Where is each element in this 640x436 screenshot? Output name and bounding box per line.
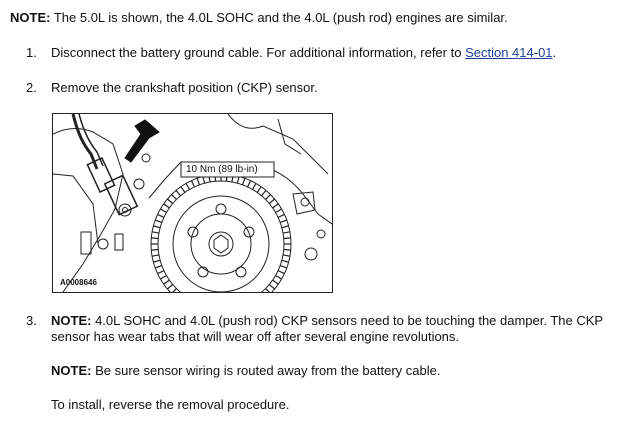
damper-tooth <box>247 180 252 188</box>
damper-tooth <box>282 231 291 234</box>
step-3-note-label: NOTE: <box>51 313 92 328</box>
damper-tooth <box>151 254 160 257</box>
step-3-note-2: NOTE: Be sure sensor wiring is routed aw… <box>51 363 631 379</box>
step-3-note-2-text: Be sure sensor wiring is routed away fro… <box>95 363 441 378</box>
step-1-body: Disconnect the battery ground cable. For… <box>51 45 631 61</box>
damper-tooth <box>275 274 282 280</box>
ckp-sensor-illustration: 10 Nm (89 lb-in) A0008646 <box>52 113 333 293</box>
top-note: NOTE: The 5.0L is shown, the 4.0L SOHC a… <box>10 10 635 26</box>
damper-tooth <box>272 203 279 209</box>
damper-tooth <box>282 254 291 257</box>
damper-tooth <box>268 284 276 290</box>
damper-tooth <box>279 219 287 224</box>
install-instruction: To install, reverse the removal procedur… <box>51 397 290 412</box>
damper-tooth <box>202 176 206 184</box>
damper-tooth <box>153 225 161 229</box>
damper-tooth <box>157 270 165 275</box>
damper-tooth <box>151 237 159 240</box>
damper-tooth <box>151 248 159 251</box>
damper-tooth <box>180 186 186 193</box>
damper-tooth <box>256 186 262 193</box>
damper-tooth <box>241 178 246 186</box>
step-1-number: 1. <box>26 45 37 60</box>
damper-tooth <box>251 183 257 190</box>
engine-drawing <box>53 114 332 292</box>
damper-tooth <box>153 259 161 263</box>
step-3-note-2-label: NOTE: <box>51 363 92 378</box>
damper-tooth <box>151 231 160 234</box>
damper-tooth <box>155 264 163 269</box>
damper-tooth <box>190 180 195 188</box>
section-414-01-link[interactable]: Section 414-01 <box>465 45 553 60</box>
damper-tooth <box>281 259 289 263</box>
damper-tooth <box>166 284 174 290</box>
step-2-text: Remove the crankshaft position (CKP) sen… <box>51 80 318 95</box>
damper-tooth <box>196 178 201 186</box>
step-3-number: 3. <box>26 313 37 328</box>
damper-tooth <box>172 288 177 292</box>
damper-tooth <box>268 198 276 204</box>
damper-tooth <box>265 288 270 292</box>
damper-tooth <box>265 194 271 200</box>
damper-tooth <box>160 274 167 280</box>
damper-tooth <box>277 270 285 275</box>
step-1-suffix: . <box>552 45 557 60</box>
damper-tooth <box>279 264 287 269</box>
damper-tooth <box>261 189 267 197</box>
damper-tooth <box>163 203 170 209</box>
top-note-label: NOTE: <box>10 10 51 25</box>
damper-tooth <box>236 176 240 184</box>
damper-tooth <box>277 213 285 218</box>
damper-tooth <box>283 237 291 240</box>
step-3-note: NOTE: 4.0L SOHC and 4.0L (push rod) CKP … <box>51 313 631 345</box>
figure-id-label: A0008646 <box>60 278 97 287</box>
damper-tooth <box>163 279 170 285</box>
damper-tooth <box>275 208 282 214</box>
damper-tooth <box>171 194 177 200</box>
damper-tooth <box>166 198 174 204</box>
step-3-note-text: 4.0L SOHC and 4.0L (push rod) CKP sensor… <box>51 313 603 344</box>
damper-tooth <box>160 208 167 214</box>
damper-tooth <box>281 225 289 229</box>
torque-spec-label: 10 Nm (89 lb-in) <box>186 164 258 175</box>
damper-tooth <box>175 189 181 197</box>
step-1-text: Disconnect the battery ground cable. For… <box>51 45 462 60</box>
step-2-number: 2. <box>26 80 37 95</box>
step-3-body: NOTE: 4.0L SOHC and 4.0L (push rod) CKP … <box>51 313 631 413</box>
top-note-text: The 5.0L is shown, the 4.0L SOHC and the… <box>53 10 508 25</box>
damper-tooth <box>157 213 165 218</box>
damper-tooth <box>272 279 279 285</box>
damper-tooth <box>155 219 163 224</box>
damper-tooth <box>185 183 191 190</box>
damper-tooth <box>283 248 291 251</box>
